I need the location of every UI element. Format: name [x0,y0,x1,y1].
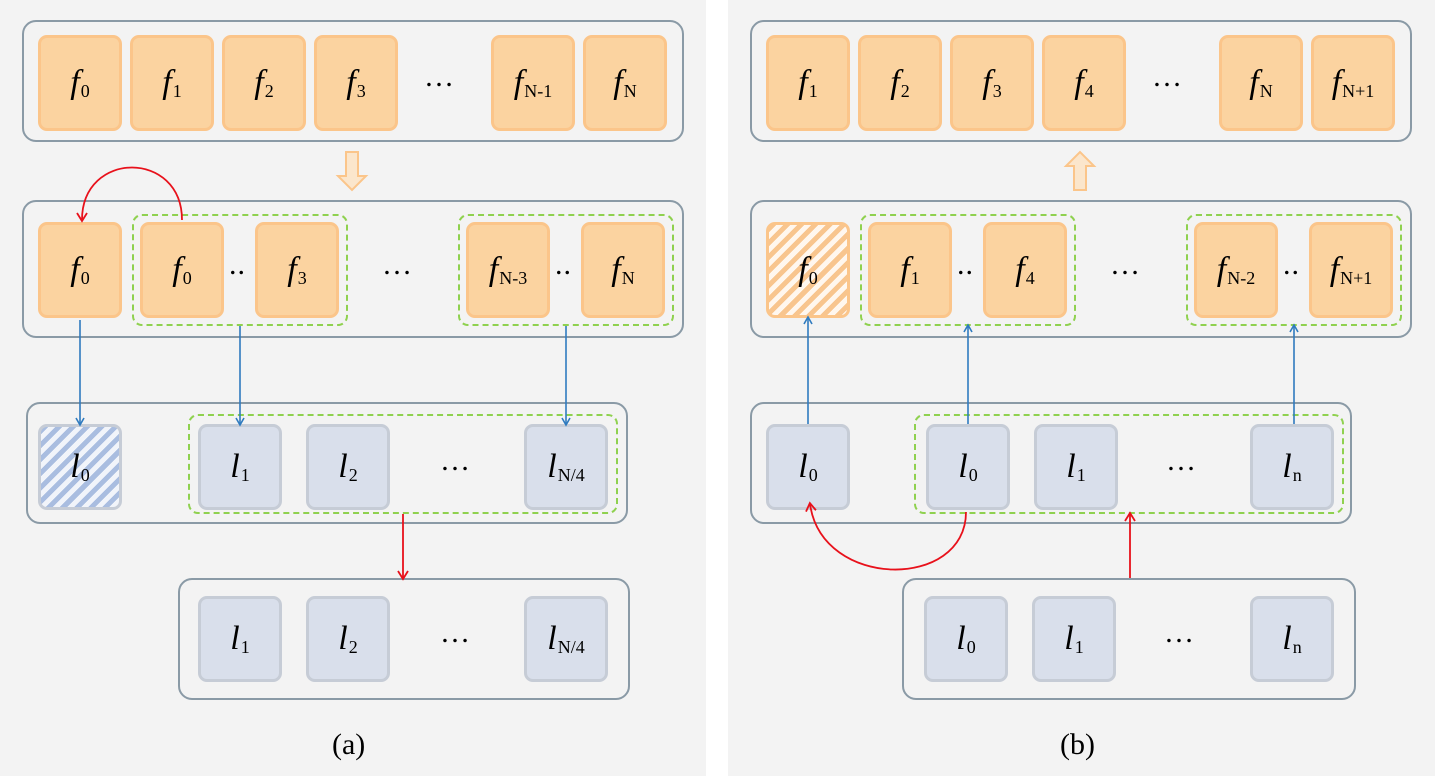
b-transition-up-arrow [1063,150,1097,191]
a-red-curve-arrow [76,166,183,223]
b-row1-ellipsis: … [1152,60,1183,93]
b-row2-pair-separator-2: .. [1283,248,1300,281]
b-row2-ellipsis: … [1110,248,1141,281]
b-row2-pair-separator-1: .. [957,248,974,281]
a-frame-pair-group-last [458,214,674,326]
a-row2-pair-separator-2: .. [555,248,572,281]
a-row2-pair-separator-1: .. [229,248,246,281]
a-row3-ellipsis: … [440,444,471,477]
a-row2-ellipsis: … [382,248,413,281]
b-red-curve-arrow [805,501,967,571]
a-row4-ellipsis: … [440,616,471,649]
b-row4-ellipsis: … [1164,616,1195,649]
a-transition-down-arrow [335,151,369,192]
b-row3-ellipsis: … [1166,444,1197,477]
a-frame-pair-group-1 [132,214,348,326]
a-row1-ellipsis: … [424,60,455,93]
a-latents-dashed-group [188,414,618,514]
caption-b: (b) [1060,728,1095,761]
caption-a: (a) [332,728,366,761]
